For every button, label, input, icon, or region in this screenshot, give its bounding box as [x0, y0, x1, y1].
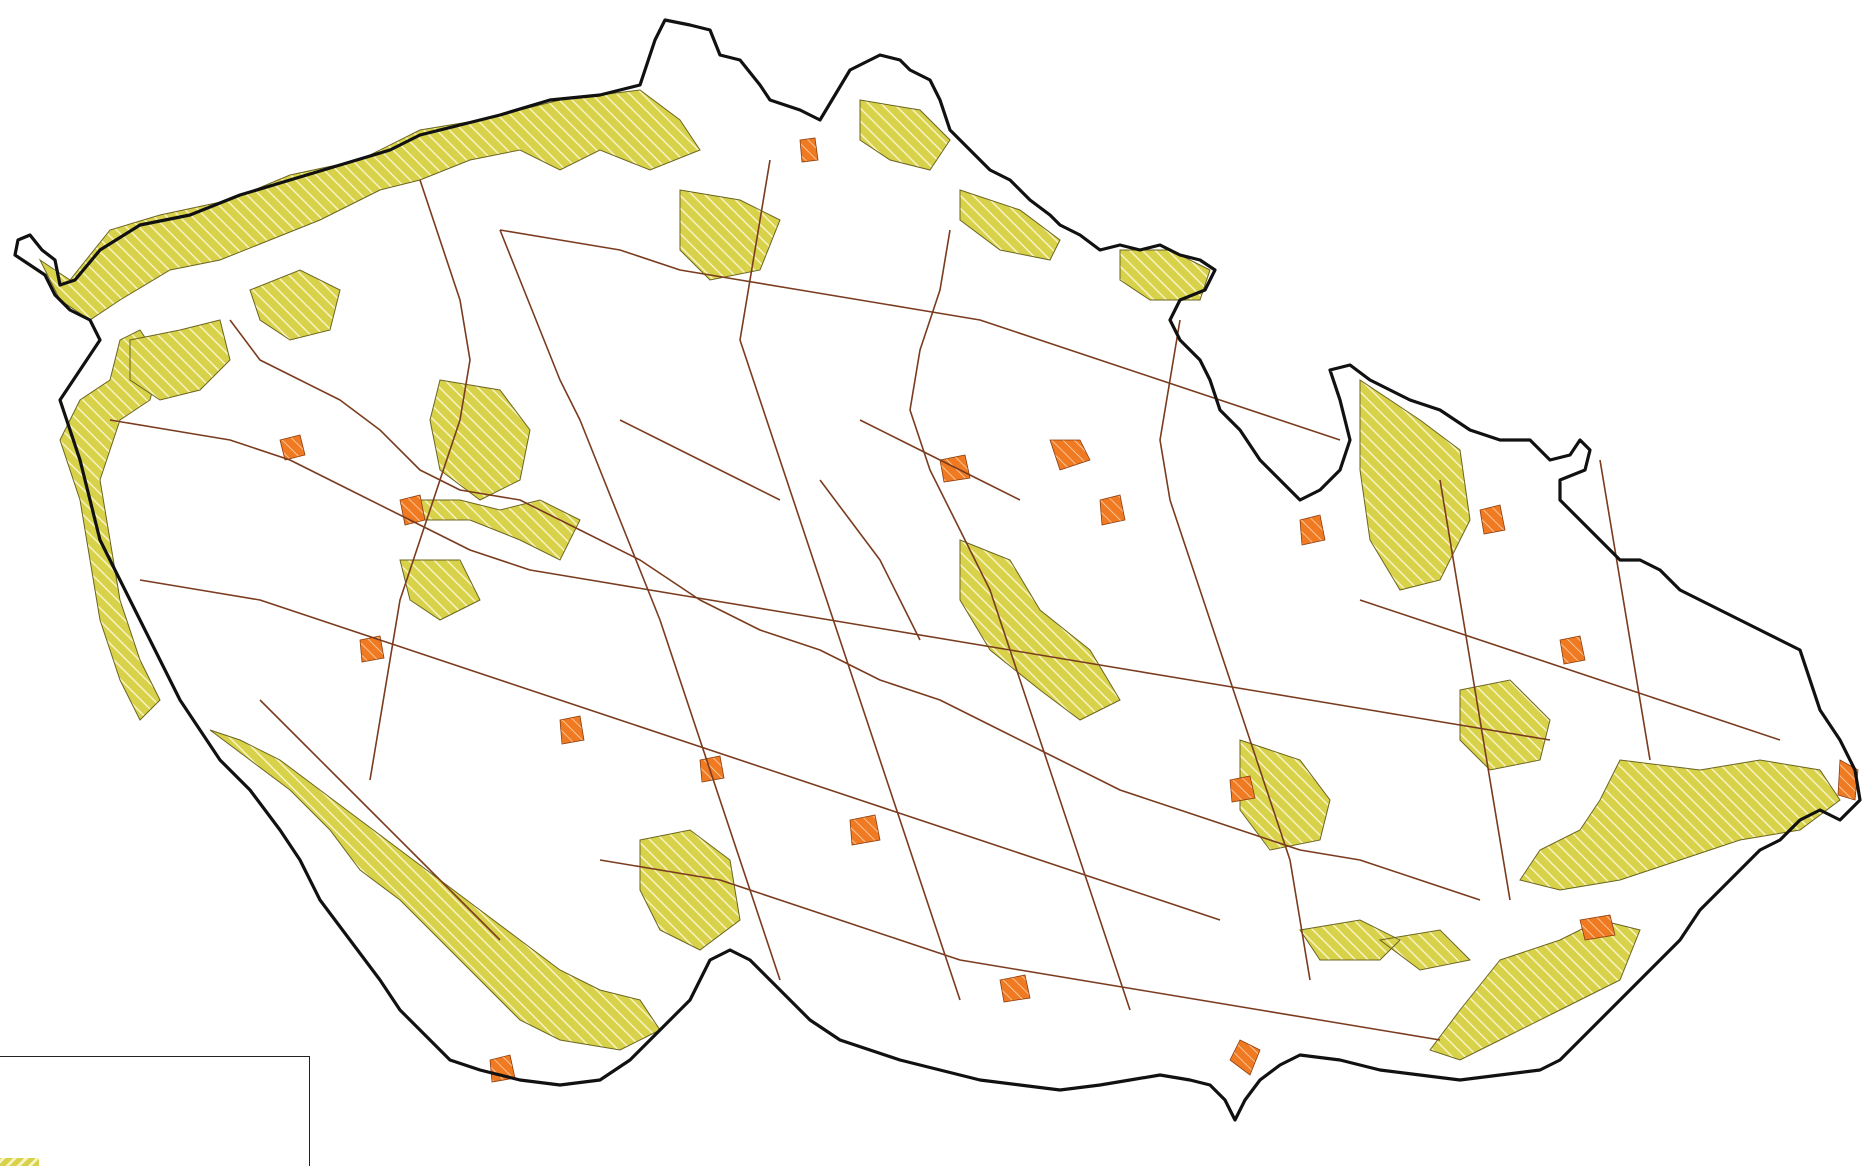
legend-box: [0, 1056, 310, 1166]
orange-patch: [699, 755, 725, 783]
district-line: [739, 159, 961, 1001]
zone-zdar: [959, 539, 1121, 721]
orange-patch: [1479, 504, 1506, 535]
zone-krkonose: [859, 99, 951, 171]
zone-northwest-border: [38, 89, 701, 321]
district-line: [859, 419, 1021, 501]
orange-patch: [1229, 775, 1256, 803]
orange-patch: [939, 454, 971, 483]
zone-jizera: [679, 189, 781, 281]
zone-south-moravia: [1299, 919, 1472, 971]
zone-central-west: [429, 379, 531, 501]
district-line: [109, 419, 1551, 741]
zone-moravian-karst: [1239, 739, 1331, 851]
orange-patch: [1099, 494, 1126, 526]
district-line: [1359, 599, 1781, 741]
district-line: [499, 229, 1341, 441]
zone-southwest-border: [209, 729, 661, 1051]
zone-hostyn: [1459, 679, 1551, 771]
orange-patch: [999, 974, 1031, 1003]
district-line: [619, 419, 781, 501]
orange-patch: [1299, 514, 1326, 546]
orange-patch: [1229, 1039, 1261, 1076]
orange-patch: [1837, 759, 1859, 801]
zone-carlsbad-hills: [249, 269, 341, 341]
orange-patch: [1049, 439, 1091, 471]
district-line: [139, 579, 1221, 921]
district-line: [909, 229, 1131, 1011]
district-line: [1439, 479, 1511, 901]
orange-patch: [1579, 914, 1616, 941]
zone-blanik: [639, 829, 741, 951]
zone-west-border: [59, 329, 161, 721]
orange-patch: [849, 814, 881, 846]
district-line: [1599, 459, 1651, 761]
country-border: [13, 18, 1862, 1122]
zone-northeast-strip: [959, 189, 1061, 261]
zone-white-carpathians: [1429, 919, 1641, 1061]
district-line: [819, 479, 921, 641]
district-line: [499, 229, 781, 981]
orange-patch: [559, 715, 585, 745]
legend-swatch-yellow: [0, 1158, 39, 1166]
zone-brdy: [399, 499, 581, 621]
orange-patch: [799, 137, 819, 163]
district-line: [599, 859, 1441, 1041]
zone-jeseniky: [1359, 379, 1471, 591]
district-line: [259, 699, 501, 941]
district-line: [369, 179, 471, 781]
orange-patch: [279, 434, 306, 461]
protected-zones-orange: [279, 137, 1859, 1083]
zone-beskydy: [1519, 759, 1841, 891]
district-boundaries: [109, 159, 1781, 1041]
zone-karlovy: [129, 319, 231, 401]
orange-patch: [1559, 635, 1586, 665]
district-line: [229, 319, 1481, 901]
district-line: [1159, 319, 1311, 981]
protected-zones-yellow: [38, 89, 1841, 1061]
